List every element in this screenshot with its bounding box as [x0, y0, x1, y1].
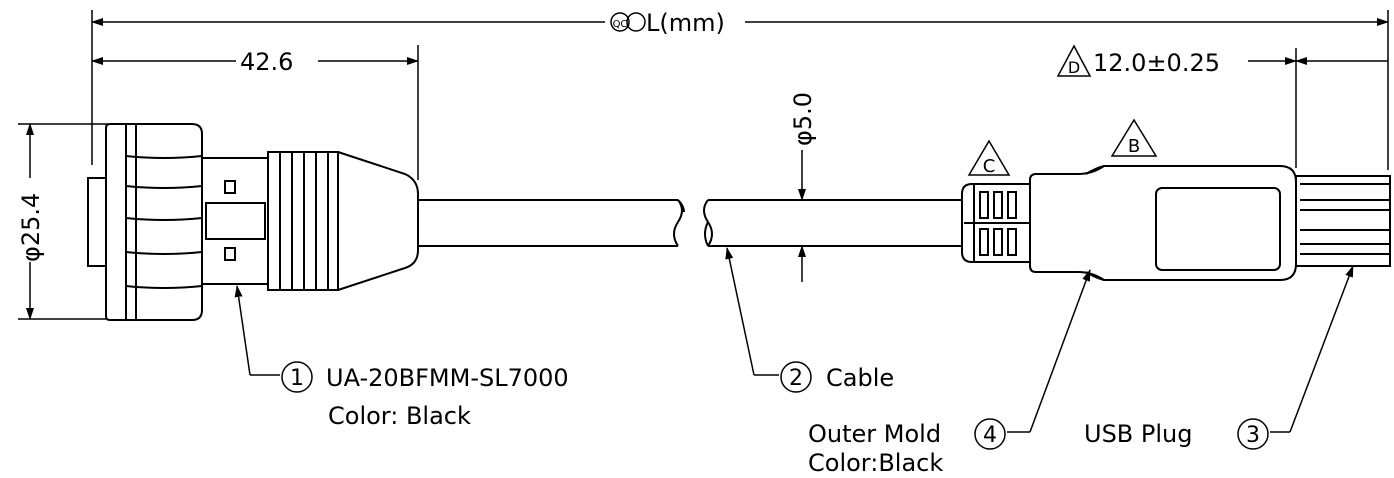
svg-text:C: C: [983, 156, 996, 177]
triangle-b-icon: B: [1110, 118, 1158, 157]
callout-4-color: Color:Black: [808, 449, 943, 477]
svg-text:QC: QC: [613, 19, 628, 30]
callout-3: 3 USB Plug: [1084, 265, 1354, 450]
cable-diameter-dimension: φ5.0: [789, 92, 817, 282]
qc-mark-icon: QC: [610, 12, 646, 32]
plug-width-dimension: D 12.0±0.25: [1056, 44, 1388, 168]
callout-3-number-icon: 3: [1237, 418, 1269, 450]
strain-relief: C: [961, 139, 1031, 263]
callout-3-label: USB Plug: [1084, 420, 1192, 448]
panel-connector: [87, 123, 419, 321]
svg-text:1: 1: [290, 366, 304, 391]
cable: [418, 199, 962, 247]
callout-4-label: Outer Mold: [808, 420, 941, 448]
connector-diameter-dimension: φ25.4: [17, 123, 108, 320]
svg-text:B: B: [1128, 136, 1140, 157]
triangle-c-icon: C: [967, 139, 1011, 177]
svg-text:4: 4: [983, 423, 997, 448]
callout-1-number-icon: 1: [281, 361, 313, 393]
plug-width-label: 12.0±0.25: [1093, 49, 1220, 77]
svg-text:2: 2: [789, 366, 803, 391]
callout-1-part-number: UA-20BFMM-SL7000: [326, 364, 569, 392]
callout-2-number-icon: 2: [780, 361, 812, 393]
callout-1-color: Color: Black: [328, 402, 471, 430]
connector-diameter-label: φ25.4: [17, 193, 45, 262]
callout-2-label: Cable: [826, 364, 894, 392]
callout-2: 2 Cable: [725, 247, 894, 393]
overall-length-dimension: QC L(mm): [91, 9, 1389, 170]
cable-diameter-label: φ5.0: [789, 92, 817, 146]
callout-1: 1 UA-20BFMM-SL7000 Color: Black: [234, 285, 569, 430]
outer-mold: B: [1029, 118, 1297, 281]
callout-4: 4 Outer Mold Color:Black: [808, 269, 1091, 477]
svg-text:3: 3: [1246, 423, 1260, 448]
connector-length-dimension: 42.6: [91, 45, 419, 180]
usb-plug: [1295, 175, 1391, 267]
overall-length-label: L(mm): [646, 9, 725, 37]
triangle-d-icon: D: [1056, 44, 1092, 77]
svg-text:D: D: [1068, 58, 1080, 77]
connector-length-label: 42.6: [240, 48, 293, 76]
callout-4-number-icon: 4: [974, 418, 1006, 450]
